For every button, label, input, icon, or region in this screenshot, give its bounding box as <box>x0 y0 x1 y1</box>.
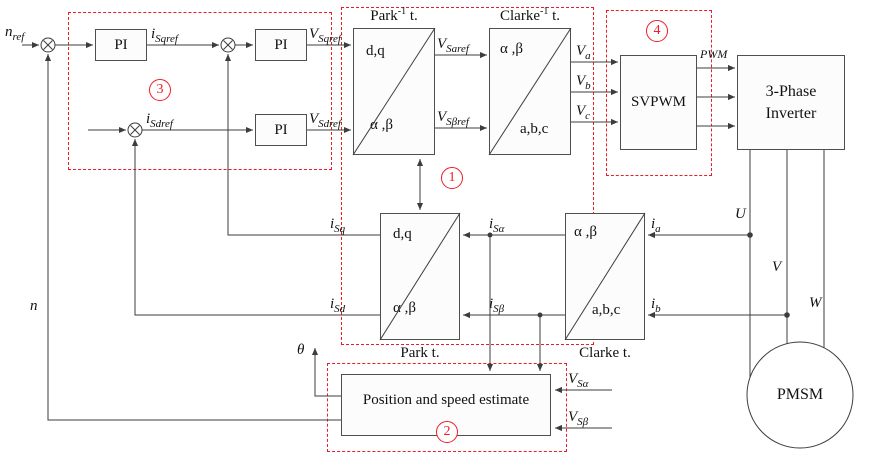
marker-1: 1 <box>441 167 463 189</box>
park-caption: Park t. <box>400 345 440 361</box>
label-theta: θ <box>297 342 305 358</box>
motor-phase-lines <box>749 150 825 377</box>
label-i-sbeta: iSβ <box>489 296 505 315</box>
park-inverse-dq-label: d,q <box>366 43 385 59</box>
clarke-inverse-abc-label: a,b,c <box>520 121 549 137</box>
inverter-label-line2: Inverter <box>765 104 817 122</box>
label-i-salpha: iSα <box>489 216 505 235</box>
label-pwm: PWM <box>700 47 728 61</box>
clarke-inverse-title-sup: -1 <box>539 6 549 17</box>
label-v-salpha: VSα <box>568 371 589 390</box>
marker-4: 4 <box>646 20 668 42</box>
label-v-phase: V <box>772 259 782 275</box>
label-i-sd: iSd <box>330 296 346 315</box>
pi-iq-label: PI <box>274 36 288 53</box>
region-svpwm-box <box>606 10 712 176</box>
pmsm-label: PMSM <box>776 386 824 403</box>
label-v-sdref: VSdref <box>309 111 341 130</box>
pi-block-iq: PI <box>255 29 307 61</box>
park-dq-label: d,q <box>393 226 412 242</box>
pi-id-label: PI <box>274 121 288 138</box>
clarke-inverse-alphabeta-label: α ,β <box>500 41 523 57</box>
marker-2: 2 <box>436 421 458 443</box>
park-alphabeta-label: α ,β <box>393 300 416 316</box>
label-n-ref: nref <box>5 24 25 43</box>
pi-speed-label: PI <box>114 36 128 53</box>
label-w-phase: W <box>809 295 822 311</box>
clarke-block: α ,β a,b,c <box>565 213 645 340</box>
clarke-inverse-title-base: Clarke <box>500 8 540 24</box>
park-inverse-title-base: Park <box>370 8 398 24</box>
clarke-inverse-title: Clarke-1 t. <box>489 6 571 25</box>
inverter-block: 3-Phase Inverter <box>737 55 845 150</box>
estimator-block: Position and speed estimate <box>341 374 551 436</box>
label-i-b: ib <box>651 296 661 315</box>
park-inverse-block: d,q α ,β <box>353 28 435 155</box>
park-inverse-alphabeta-label: α ,β <box>370 117 393 133</box>
pi-block-id: PI <box>255 114 307 146</box>
pi-block-speed: PI <box>95 29 147 61</box>
inverter-label-line1: 3-Phase <box>765 82 817 100</box>
label-i-a: ia <box>651 216 661 235</box>
svpwm-label: SVPWM <box>630 94 686 110</box>
label-v-saref: VSaref <box>437 36 469 55</box>
label-v-c: Vc <box>576 103 591 122</box>
svpwm-block: SVPWM <box>620 55 697 150</box>
clarke-alphabeta-label: α ,β <box>574 224 597 240</box>
label-u-phase: U <box>735 206 746 222</box>
park-inverse-title-sup: -1 <box>397 6 407 17</box>
clarke-abc-label: a,b,c <box>592 302 621 318</box>
label-v-sbeta: VSβ <box>568 409 589 428</box>
clarke-inverse-title-suffix: t. <box>548 8 560 24</box>
clarke-inverse-block: α ,β a,b,c <box>489 28 571 155</box>
label-v-sbref: VSβref <box>437 109 469 128</box>
label-i-sdref: iSdref <box>146 111 173 130</box>
label-i-sq: iSq <box>330 216 346 235</box>
clarke-caption: Clarke t. <box>579 345 631 361</box>
label-n-feedback: n <box>30 298 38 314</box>
estimator-label: Position and speed estimate <box>362 391 530 408</box>
marker-3: 3 <box>149 79 171 101</box>
park-inverse-title-suffix: t. <box>406 8 418 24</box>
label-v-a: Va <box>576 43 591 62</box>
label-v-sqref: VSqref <box>309 26 341 45</box>
park-block: d,q α ,β <box>380 213 460 340</box>
label-i-sqref: iSqref <box>151 26 178 45</box>
label-v-b: Vb <box>576 73 591 92</box>
park-inverse-title: Park-1 t. <box>353 6 435 25</box>
